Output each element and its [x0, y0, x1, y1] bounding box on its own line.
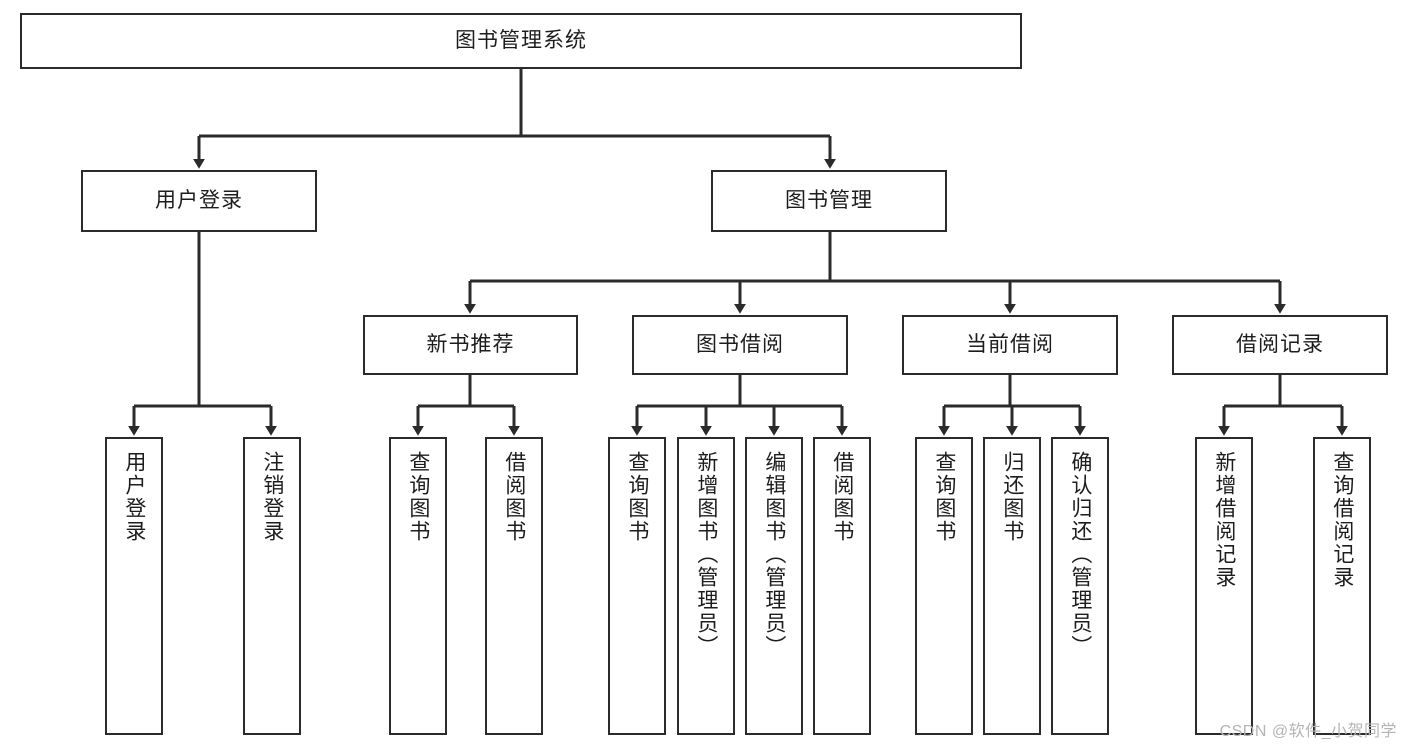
leaf-book-borrow-add-book-admin[interactable]: 新增图书（管理员）: [677, 437, 735, 735]
node-book-management[interactable]: 图书管理: [711, 170, 947, 232]
node-label: 借阅图书: [502, 451, 526, 543]
node-label: 查询图书: [406, 451, 430, 543]
node-label: 查询借阅记录: [1330, 451, 1354, 589]
leaf-current-borrow-return-book[interactable]: 归还图书: [983, 437, 1041, 735]
node-label: 图书管理系统: [455, 29, 587, 53]
node-borrow-records[interactable]: 借阅记录: [1172, 315, 1388, 375]
node-user-login[interactable]: 用户登录: [81, 170, 317, 232]
node-label: 新增图书（管理员）: [694, 451, 718, 658]
node-label: 图书借阅: [696, 333, 784, 357]
node-label: 查询图书: [625, 451, 649, 543]
leaf-new-book-query-book[interactable]: 查询图书: [389, 437, 447, 735]
leaf-book-borrow-edit-book-admin[interactable]: 编辑图书（管理员）: [745, 437, 803, 735]
node-label: 确认归还（管理员）: [1068, 451, 1092, 658]
leaf-user-login-login[interactable]: 用户登录: [105, 437, 163, 735]
leaf-book-borrow-query-book[interactable]: 查询图书: [608, 437, 666, 735]
node-label: 归还图书: [1000, 451, 1024, 543]
leaf-new-book-borrow-book[interactable]: 借阅图书: [485, 437, 543, 735]
leaf-book-borrow-borrow-book[interactable]: 借阅图书: [813, 437, 871, 735]
node-label: 编辑图书（管理员）: [762, 451, 786, 658]
node-label: 新书推荐: [426, 333, 515, 357]
watermark-text: CSDN @软件_小贺同学: [1219, 723, 1397, 740]
leaf-current-borrow-confirm-return-admin[interactable]: 确认归还（管理员）: [1051, 437, 1109, 735]
node-label: 新增借阅记录: [1212, 451, 1236, 589]
node-root-book-management-system[interactable]: 图书管理系统: [20, 13, 1022, 69]
leaf-user-login-logout[interactable]: 注销登录: [243, 437, 301, 735]
node-new-book-recommend[interactable]: 新书推荐: [363, 315, 578, 375]
leaf-borrow-records-add-record[interactable]: 新增借阅记录: [1195, 437, 1253, 735]
node-book-borrow[interactable]: 图书借阅: [632, 315, 848, 375]
node-label: 借阅记录: [1236, 333, 1324, 357]
leaf-current-borrow-query-book[interactable]: 查询图书: [915, 437, 973, 735]
leaf-borrow-records-query-record[interactable]: 查询借阅记录: [1313, 437, 1371, 735]
node-label: 借阅图书: [830, 451, 854, 543]
node-label: 查询图书: [932, 451, 956, 543]
node-label: 当前借阅: [966, 333, 1054, 357]
node-label: 用户登录: [122, 451, 146, 543]
node-label: 注销登录: [260, 451, 284, 543]
node-label: 图书管理: [785, 189, 873, 213]
node-current-borrow[interactable]: 当前借阅: [902, 315, 1118, 375]
node-label: 用户登录: [155, 189, 243, 213]
